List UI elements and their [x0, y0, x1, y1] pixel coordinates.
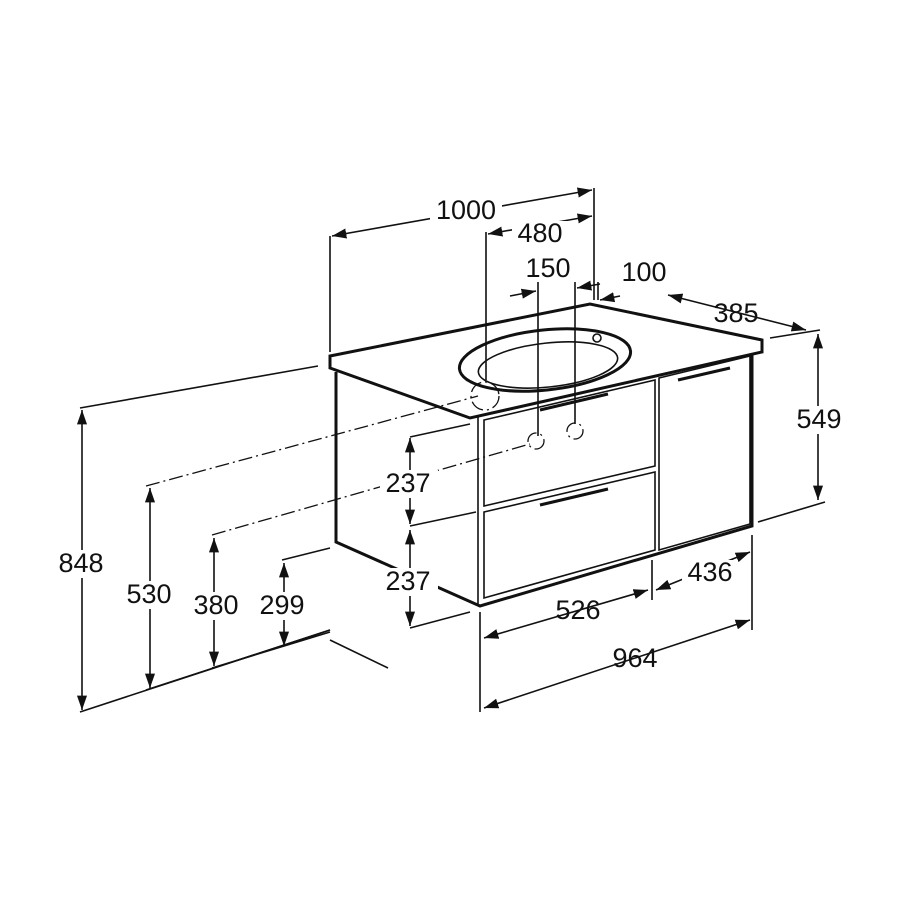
dim-1000: 1000: [436, 195, 496, 225]
dim-237-bottom: 237: [385, 566, 430, 596]
dim-526: 526: [555, 595, 600, 625]
dim-100: 100: [621, 257, 666, 287]
dimension-arrows: [76, 187, 824, 710]
door: [658, 354, 751, 552]
tap-hole: [592, 333, 602, 343]
dim-380: 380: [193, 590, 238, 620]
dim-299: 299: [259, 590, 304, 620]
dim-964: 964: [612, 643, 657, 673]
dim-530: 530: [126, 579, 171, 609]
dimension-labels: 1000 480 150 100 385 549 237 237 848 530…: [52, 195, 848, 673]
basin: [457, 327, 633, 393]
dim-237-top: 237: [385, 468, 430, 498]
extension-lines: [79, 188, 826, 713]
waste-marker: [470, 381, 500, 411]
supply-marker-right: [566, 422, 584, 440]
supply-marker-left: [527, 432, 545, 450]
vanity-cabinet: [328, 302, 764, 608]
cabinet-outline: [334, 354, 754, 608]
handles: [539, 366, 731, 507]
top-drawer: [483, 378, 656, 508]
dim-436: 436: [687, 557, 732, 587]
dim-549: 549: [796, 404, 841, 434]
dim-480: 480: [517, 218, 562, 248]
countertop: [328, 302, 764, 420]
bottom-drawer: [483, 470, 656, 600]
dim-385: 385: [713, 298, 758, 328]
dim-848: 848: [58, 548, 103, 578]
dim-150: 150: [525, 253, 570, 283]
